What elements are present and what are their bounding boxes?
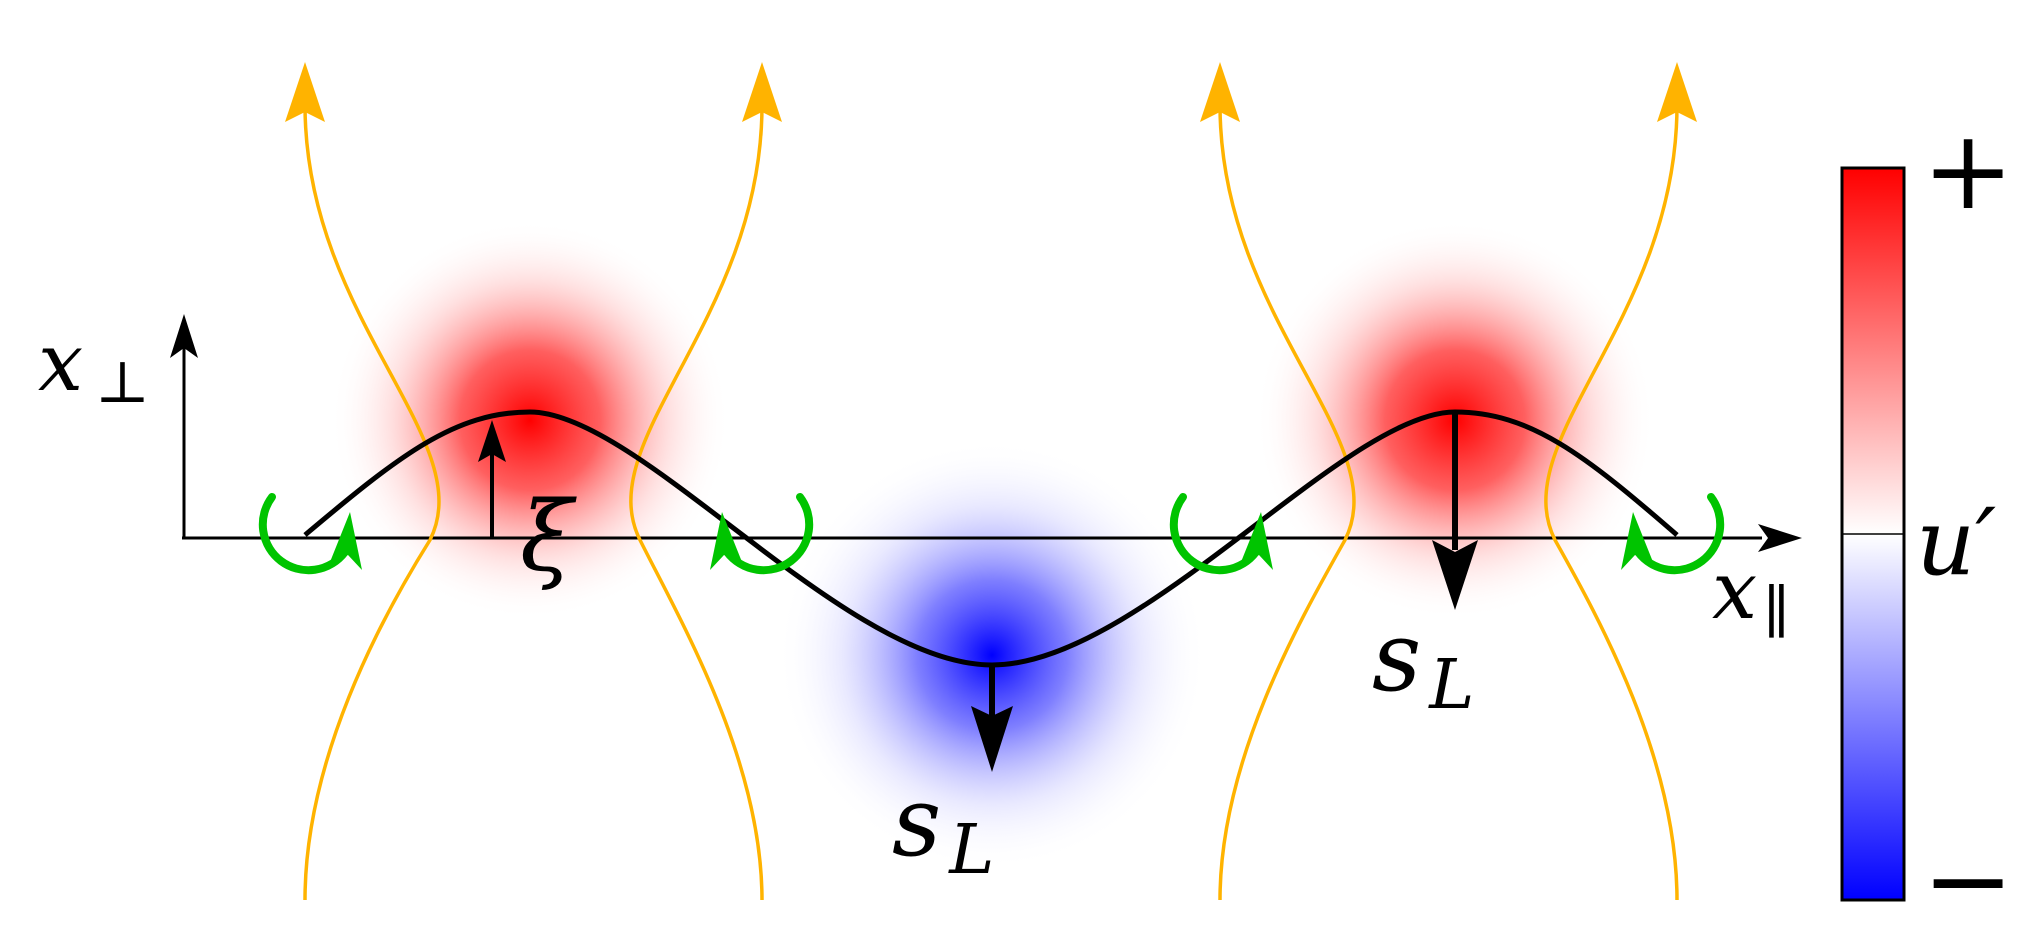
x-perp-subscript: ⊥ xyxy=(95,348,150,416)
arrow-up-icon xyxy=(478,420,506,462)
vortices xyxy=(258,493,1725,575)
arrow-down-icon xyxy=(1432,540,1478,610)
sL-left-main: s xyxy=(892,766,941,878)
vortex-arrowhead xyxy=(1241,512,1273,570)
sL-right-subscript: L xyxy=(1427,646,1474,725)
circular-arrow-icon xyxy=(723,493,814,575)
streamline-1 xyxy=(303,104,441,901)
vortex-arrowhead xyxy=(1621,512,1653,570)
arrow-down-icon xyxy=(971,706,1013,772)
colorbar-label: u′ xyxy=(1916,489,1996,596)
xi-label: ξ xyxy=(520,481,577,593)
sL-left-subscript: L xyxy=(947,811,994,890)
positive-perturbation-blob-left xyxy=(330,220,730,620)
x-parallel-subscript: ∥ xyxy=(1763,578,1790,646)
x-perp-axis-arrowhead xyxy=(170,314,198,358)
x-parallel-axis-arrowhead xyxy=(1758,524,1802,552)
colorbar-plus-label: + xyxy=(1922,106,2014,234)
negative-perturbation-blob xyxy=(777,440,1207,870)
colorbar-minus-label: − xyxy=(1922,816,2014,936)
x-parallel-main: x xyxy=(1712,544,1757,637)
vortex-arrowhead xyxy=(710,512,742,570)
arrow-up-icon xyxy=(1200,62,1240,122)
axes xyxy=(170,314,1802,552)
streamline-4 xyxy=(1544,104,1679,901)
vortex-arrowheads xyxy=(330,512,1653,570)
streamline-arrowheads xyxy=(285,62,1697,122)
streamline-2 xyxy=(629,104,764,901)
streamline-3 xyxy=(1218,104,1356,901)
arrow-up-icon xyxy=(285,62,325,122)
sL-right-main: s xyxy=(1372,601,1421,713)
circular-arrow-icon xyxy=(258,493,349,575)
circular-arrow-icon xyxy=(1634,493,1725,575)
circular-arrow-icon xyxy=(1169,493,1260,575)
streamlines xyxy=(303,104,1679,901)
arrow-up-icon xyxy=(1657,62,1697,122)
arrow-up-icon xyxy=(742,62,782,122)
x-parallel-label: x∥ xyxy=(1712,544,1790,646)
vortex-arrowhead xyxy=(330,512,362,570)
x-perp-main: x xyxy=(38,316,83,409)
x-perp-label: x⊥ xyxy=(38,316,150,416)
